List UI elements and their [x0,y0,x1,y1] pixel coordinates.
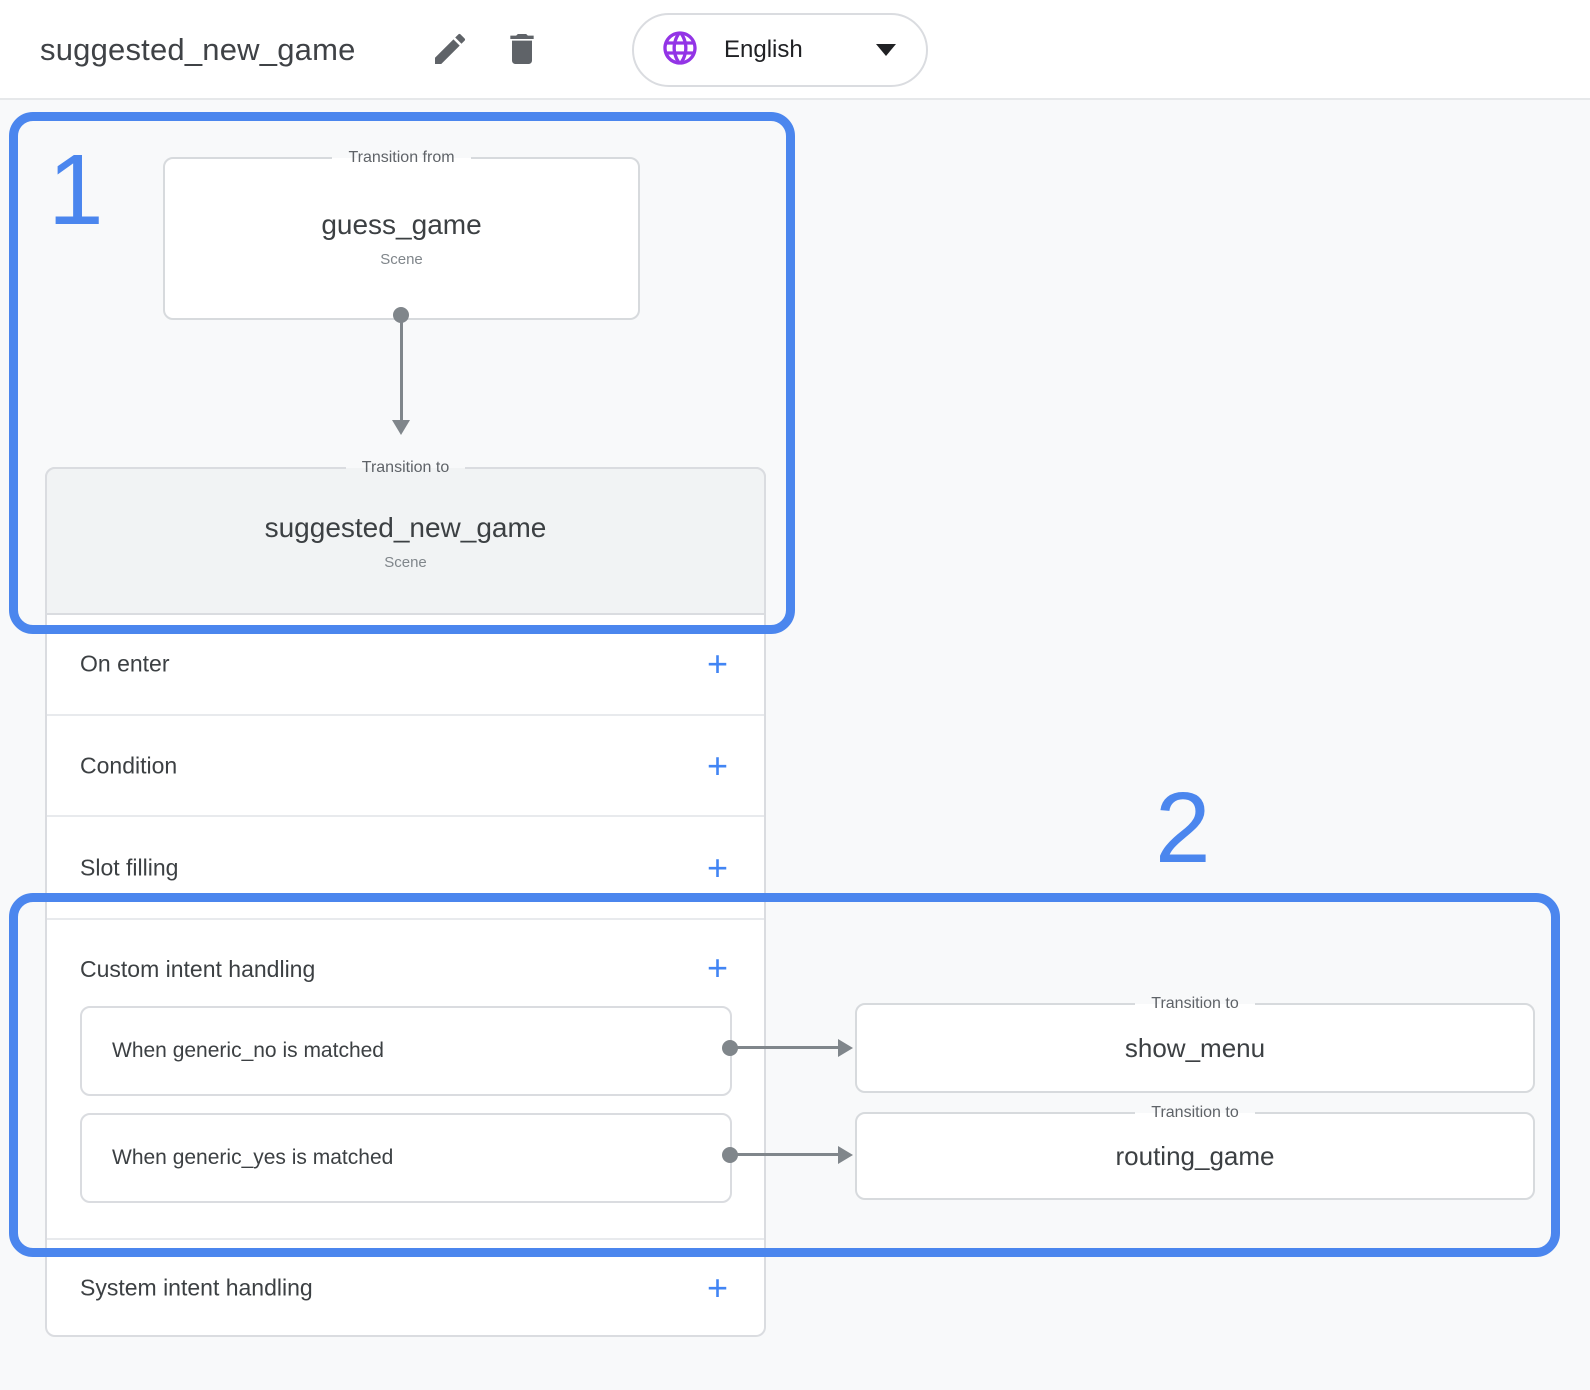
add-system-intent-button[interactable]: + [706,1266,728,1308]
connector-dot [722,1040,738,1056]
language-label: English [724,36,803,63]
intent-generic-no-label: When generic_no is matched [112,1039,384,1062]
section-custom-intent-label: Custom intent handling [80,956,316,982]
add-condition-button[interactable]: + [706,744,728,786]
add-custom-intent-button[interactable]: + [706,947,728,988]
language-selector[interactable]: English [632,13,928,87]
transition-to-legend: Transition to [1135,990,1255,1018]
section-condition: Condition + [47,714,764,815]
transition-target-show-menu[interactable]: Transition to show_menu [855,990,1535,1093]
to-scene-type: Scene [384,553,427,571]
intent-card-generic-yes[interactable]: When generic_yes is matched [80,1113,732,1203]
transition-from-legend: Transition from [332,144,471,172]
section-on-enter: On enter + [47,613,764,714]
page-title: suggested_new_game [40,32,356,67]
connector-dot [722,1147,738,1163]
target-scene-name: routing_game [1115,1140,1275,1171]
transition-to-legend: Transition to [345,454,466,482]
globe-icon [660,28,700,73]
connector-line-horizontal [736,1046,838,1049]
section-condition-label: Condition [80,752,178,778]
section-system-intent-label: System intent handling [80,1274,313,1300]
transition-target-routing-game[interactable]: Transition to routing_game [855,1099,1535,1200]
add-slot-filling-button[interactable]: + [706,846,728,888]
trash-icon [502,29,542,72]
transition-to-scene-header[interactable]: Transition to suggested_new_game Scene [45,454,766,615]
header-bar: suggested_new_game English [0,0,1590,100]
arrow-down-icon [392,420,410,435]
intent-card-generic-no[interactable]: When generic_no is matched [80,1006,732,1096]
to-scene-name: suggested_new_game [264,511,547,543]
section-slot-filling-label: Slot filling [80,854,179,880]
arrow-right-icon [838,1039,853,1057]
section-on-enter-label: On enter [80,650,170,676]
from-scene-type: Scene [380,251,423,268]
delete-scene-button[interactable] [492,0,552,100]
chevron-down-icon [876,44,896,56]
connector-line-horizontal [736,1153,838,1156]
connector-dot [393,307,409,323]
section-custom-intent: Custom intent handling + When generic_no… [47,918,764,1238]
arrow-right-icon [838,1146,853,1164]
section-system-intent: System intent handling + [47,1238,764,1335]
from-scene-name: guess_game [321,209,482,240]
target-scene-name: show_menu [1124,1032,1266,1063]
scene-panel: Transition to suggested_new_game Scene O… [45,454,766,1337]
edit-scene-button[interactable] [420,0,480,100]
transition-from-box[interactable]: Transition from guess_game Scene [163,144,640,320]
add-on-enter-button[interactable]: + [706,642,728,684]
connector-line-vertical [400,322,403,422]
intent-generic-yes-label: When generic_yes is matched [112,1146,394,1169]
annotation-number-2: 2 [1155,772,1211,884]
annotation-number-1: 1 [48,134,104,246]
pencil-icon [430,29,470,72]
transition-to-legend: Transition to [1135,1099,1255,1127]
section-slot-filling: Slot filling + [47,815,764,918]
